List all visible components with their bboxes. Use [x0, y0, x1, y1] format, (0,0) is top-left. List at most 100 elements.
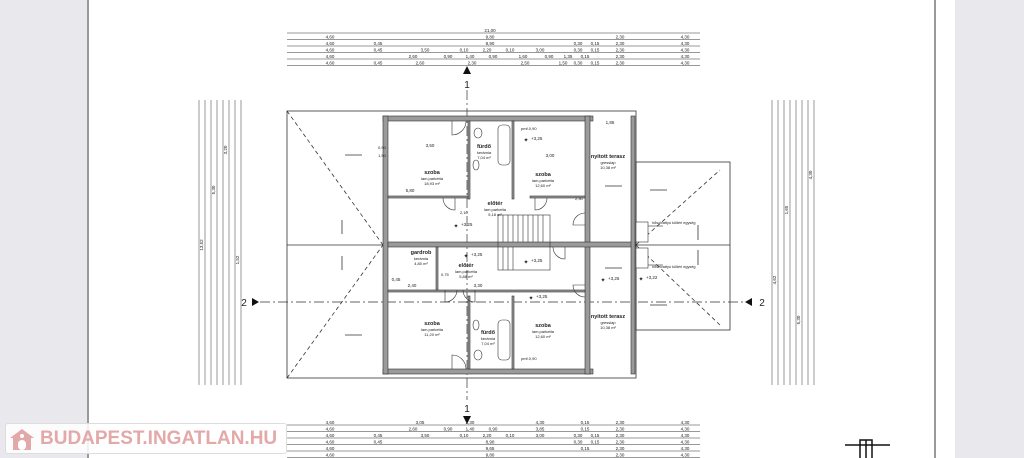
dimension-label: 0,10	[460, 48, 469, 53]
side-dimension-label: 1,65	[784, 205, 789, 214]
dimension-label: 2,30	[616, 48, 625, 53]
bathtub	[497, 124, 511, 166]
dimension-label: 4,30	[681, 48, 690, 53]
dimension-label: 4,30	[681, 453, 690, 458]
inner-dimension-label: 3,30	[474, 283, 483, 288]
room-floor: lam.parketta	[455, 269, 478, 274]
level-label: +3,25	[471, 252, 483, 257]
dimension-label: 0,45	[374, 440, 383, 445]
dimension-label: 3,00	[536, 433, 545, 438]
level-mark-icon: ✦	[463, 253, 468, 260]
dimension-label: 2,30	[616, 427, 625, 432]
dimension-label: 0,15	[581, 420, 590, 425]
room-area: 10,38 m²	[600, 165, 616, 170]
toilet	[473, 127, 483, 139]
dimension-label: 4,30	[681, 41, 690, 46]
level-marks: ✦+3,25✦+3,25✦+3,25✦+3,25✦+3,25✦+3,25✦+3,…	[453, 136, 657, 302]
dimension-label: 0,15	[591, 433, 600, 438]
house-logo-icon	[9, 428, 35, 450]
room-floor: lam.parketta	[421, 176, 444, 181]
staircase	[497, 214, 551, 271]
room-name: gardrob	[411, 250, 432, 256]
dimension-label: 0,90	[489, 427, 498, 432]
dimension-label: 0,15	[591, 41, 600, 46]
north-arrow-icon	[845, 439, 890, 458]
room-area: 5,18 m²	[488, 212, 502, 217]
room-floor: lam.parketta	[421, 327, 444, 332]
dimension-label: 0,90	[545, 54, 554, 59]
dimension-label: 4,60	[326, 427, 335, 432]
inner-dimension-label: 3,00	[546, 153, 555, 158]
dimension-label: 4,30	[536, 420, 545, 425]
dimension-label: 0,15	[581, 54, 590, 59]
dimension-label: 2,30	[616, 420, 625, 425]
room-area: 4,80 m²	[414, 261, 428, 266]
side-dimension-label: 4,62	[772, 275, 777, 284]
dimension-label: 0,90	[444, 54, 453, 59]
side-dimension-label: 3,20	[223, 145, 228, 154]
dimension-label: 4,60	[326, 453, 335, 458]
doors	[442, 120, 586, 370]
room-area: 7,04 m²	[477, 155, 491, 160]
level-label: +3,25	[536, 294, 548, 299]
dimension-label: 4,30	[681, 427, 690, 432]
watermark: BUDAPEST.INGATLAN.HU	[5, 423, 287, 454]
dimension-label: 0,30	[574, 61, 583, 66]
dimension-label: 9,80	[486, 453, 495, 458]
dimension-label: 0,15	[591, 61, 600, 66]
dimension-label: 4,30	[681, 35, 690, 40]
dimension-label: 2,60	[409, 427, 418, 432]
dimension-label: 4,30	[681, 440, 690, 445]
equipment-label: hőszivattyú kültéri egység	[652, 265, 695, 269]
dimension-label: 3,85	[536, 427, 545, 432]
walls	[382, 115, 636, 375]
washbasin	[472, 159, 480, 171]
room-name: szoba	[424, 170, 441, 176]
room-name: nyitott terasz	[591, 314, 625, 320]
dimension-label: 8,90	[486, 440, 495, 445]
dimension-label: 4,30	[681, 61, 690, 66]
room-name: nyitott terasz	[591, 154, 625, 160]
section-label: 1	[464, 80, 470, 91]
dimension-label: 4,60	[326, 35, 335, 40]
side-dimension-label: 5,30	[211, 185, 216, 194]
room-floor: kerámia	[481, 336, 496, 341]
dimension-label: 1,40	[466, 54, 475, 59]
dimension-label: 0,15	[591, 48, 600, 53]
room-area: 10,38 m²	[600, 325, 616, 330]
level-label: +3,25	[531, 258, 543, 263]
dimension-label: 4,30	[681, 54, 690, 59]
dimension-label: 4,30	[681, 420, 690, 425]
section-label: 1	[464, 404, 470, 415]
dimension-label: 0,45	[374, 61, 383, 66]
side-dimension-label: 5,30	[796, 315, 801, 324]
inner-dimension-label: 1,85	[606, 120, 615, 125]
dimension-label: 2,30	[466, 420, 475, 425]
dimension-label: 0,15	[591, 440, 600, 445]
section-arrow-icon	[463, 66, 471, 74]
bathtub	[497, 319, 511, 361]
room-area: 5,88 m²	[459, 274, 473, 279]
room-floor: kerámia	[477, 150, 492, 155]
dimension-label: 4,60	[326, 420, 335, 425]
dimension-label: 21,00	[484, 28, 496, 33]
dimension-label: 2,30	[616, 61, 625, 66]
room-area: 12,60 m²	[535, 334, 551, 339]
dimension-label: 0,30	[574, 41, 583, 46]
dimension-label: 9,80	[486, 35, 495, 40]
dimension-label: 2,30	[616, 41, 625, 46]
section-label: 2	[759, 298, 765, 309]
inner-dimension-label: 3,50	[426, 143, 435, 148]
dimension-label: 4,30	[681, 433, 690, 438]
opening-label: 1,50	[378, 153, 387, 158]
dimension-label: 2,30	[616, 35, 625, 40]
level-mark-icon: ✦	[638, 276, 643, 283]
dimension-label: 2,30	[616, 440, 625, 445]
dimension-label: 2,20	[483, 433, 492, 438]
room-area: 11,20 m²	[424, 332, 440, 337]
dimension-label: 0,45	[374, 48, 383, 53]
dimension-label: 0,15	[581, 427, 590, 432]
dimension-label: 0,10	[506, 433, 515, 438]
